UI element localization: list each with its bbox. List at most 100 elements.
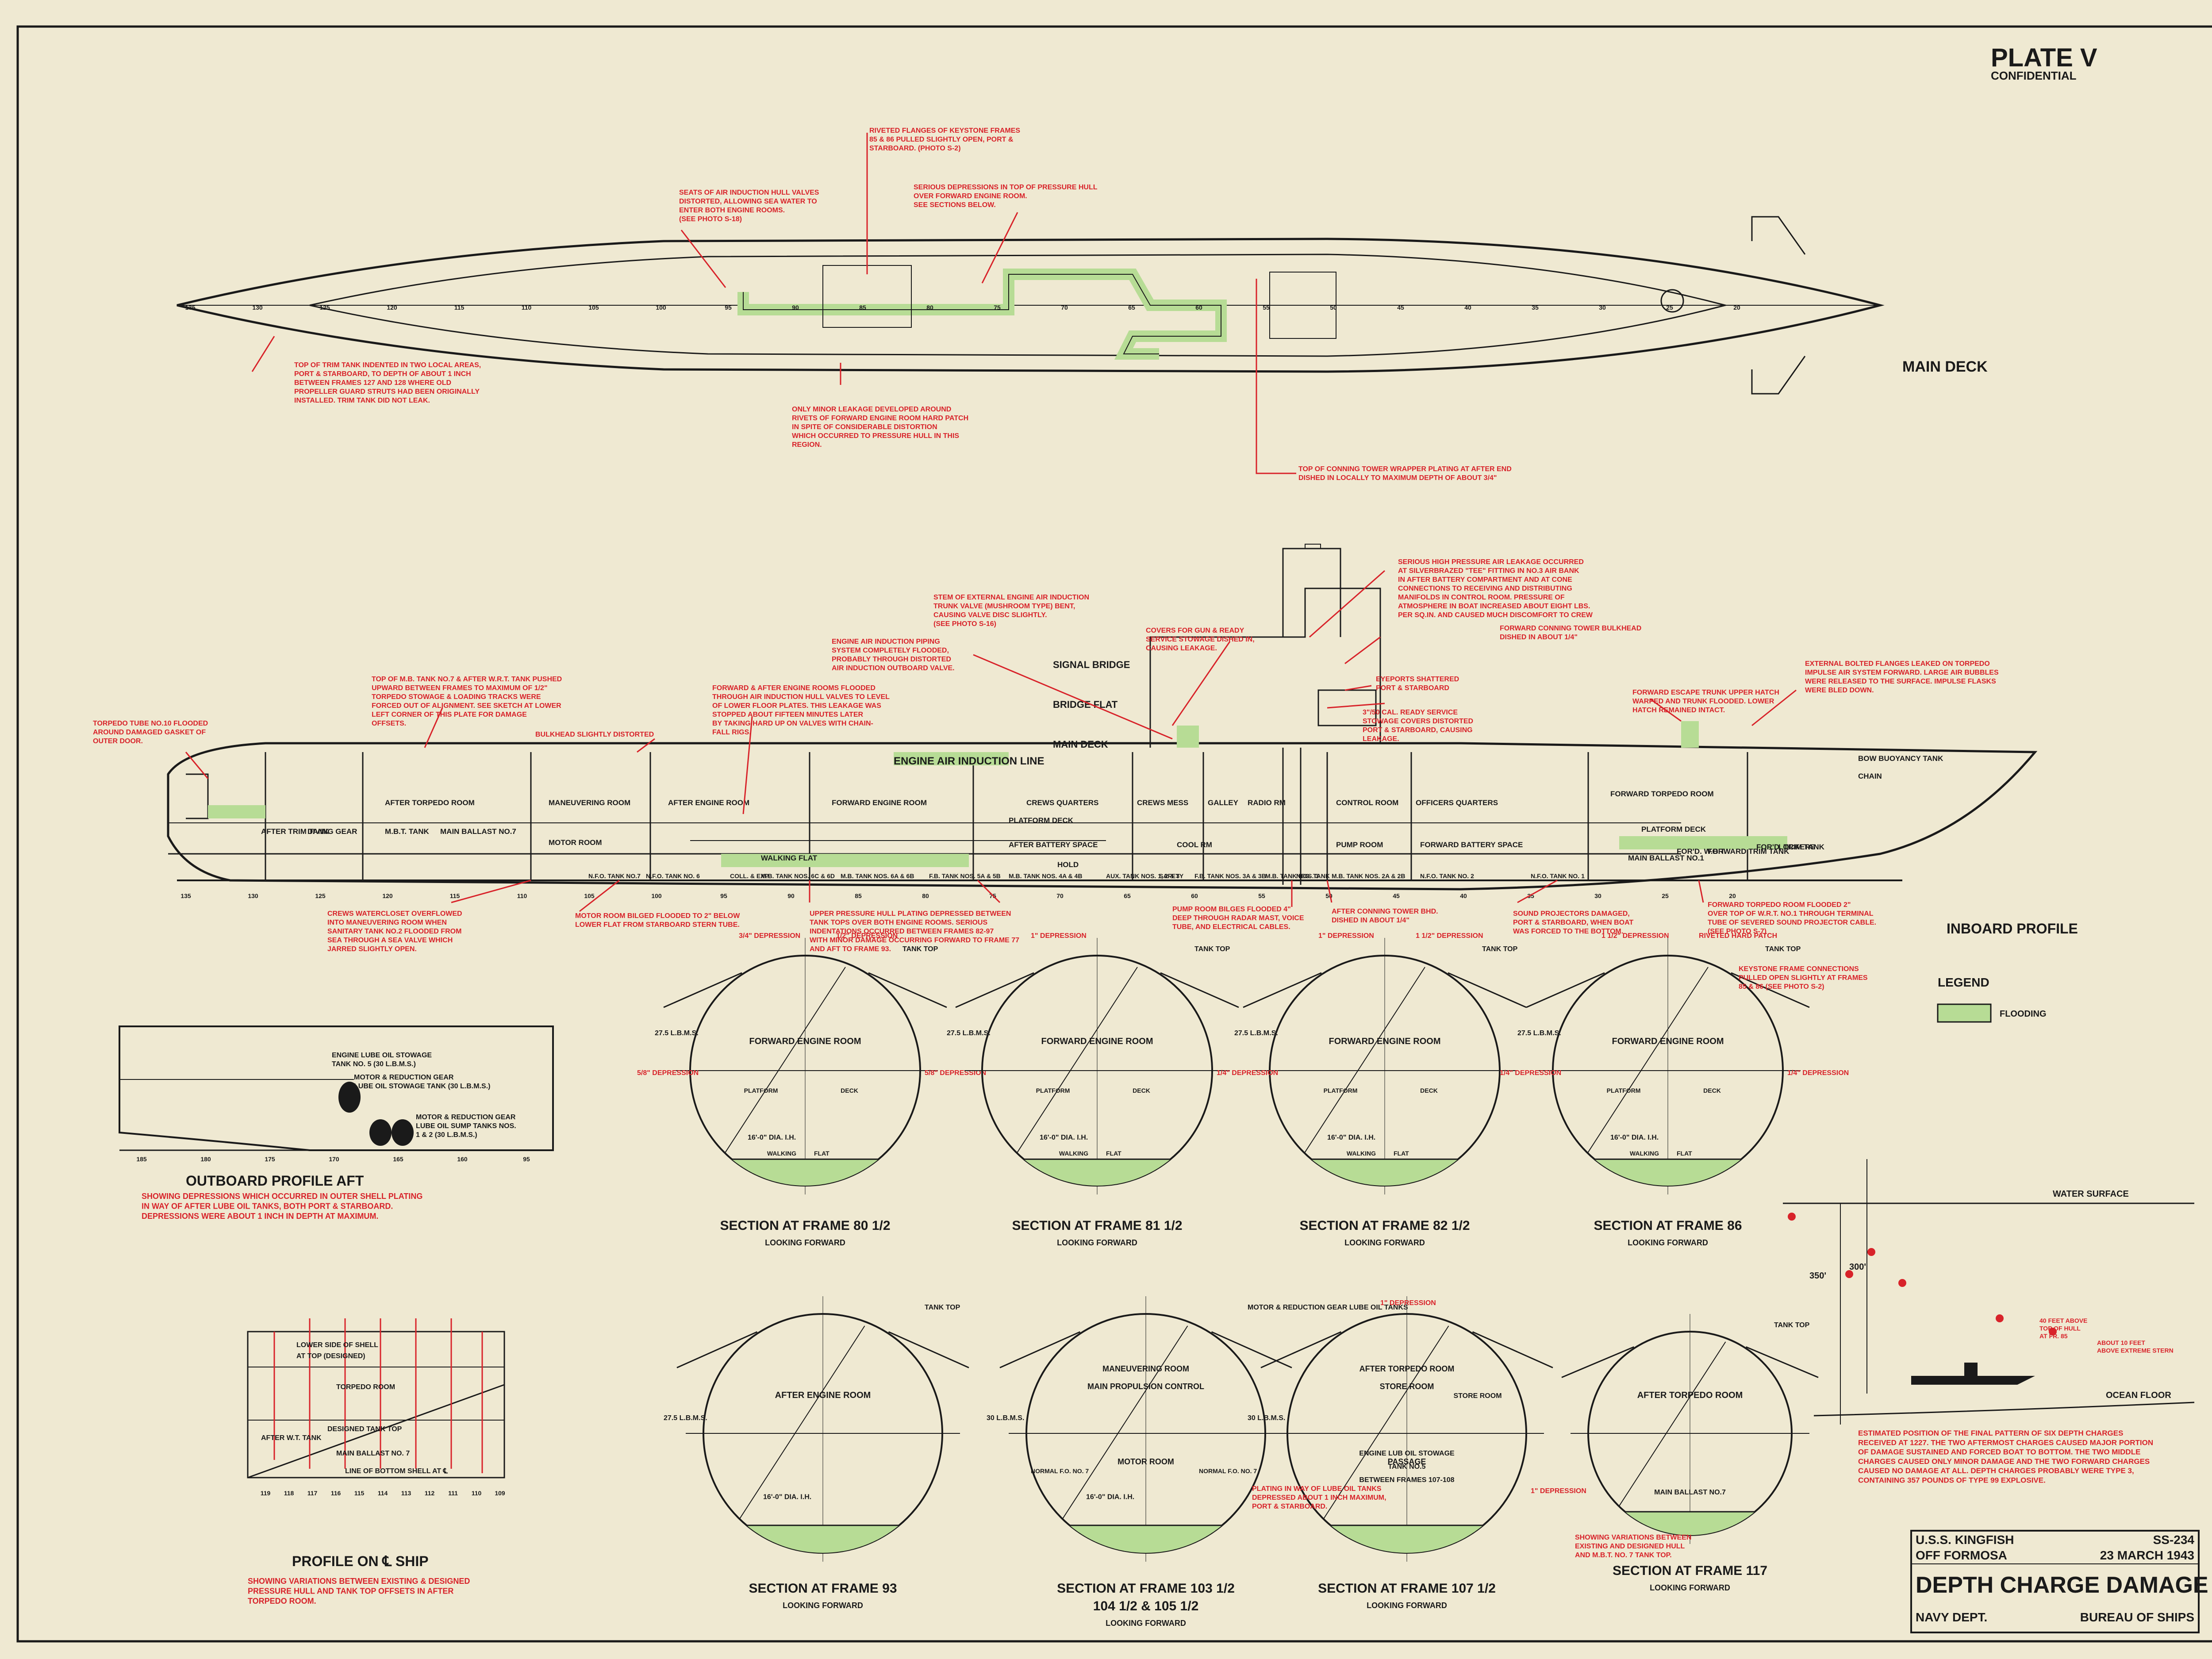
section-lbs-label: 27.5 L.B.M.S. [664, 1414, 707, 1422]
inboard-note-line: TORPEDO TUBE NO.10 FLOODED [93, 720, 208, 727]
section-dia-label: 16'-0" DIA. I.H. [1086, 1494, 1134, 1501]
inboard-note-line: WARPED AND TRUNK FLOODED. LOWER [1632, 698, 1774, 705]
profile-ship-label: AFTER W.T. TANK [261, 1434, 322, 1442]
section-title: SECTION AT FRAME 103 1/2 [1057, 1581, 1235, 1596]
main-deck-note-line: REGION. [792, 441, 822, 449]
section-dia-label: 16'-0" DIA. I.H. [1040, 1134, 1088, 1141]
inboard-room-label: M.B.T. TANK [385, 827, 430, 836]
inboard-note-line: BY TAKING HARD UP ON VALVES WITH CHAIN- [712, 720, 873, 727]
inboard-note-line: PORT & STARBOARD, WHEN BOAT [1513, 919, 1634, 926]
main-deck-plan [177, 216, 1885, 395]
inboard-note-line: WERE RELEASED TO THE SURFACE. IMPULSE FL… [1805, 678, 1996, 685]
section-title: SECTION AT FRAME 117 [1613, 1563, 1767, 1578]
depth-charge-note-line: CHARGES CAUSED ONLY MINOR DAMAGE AND THE… [1858, 1457, 2150, 1466]
section-lbs-label: 27.5 L.B.M.S. [1234, 1029, 1278, 1037]
main-deck-note-line: ENTER BOTH ENGINE ROOMS. [679, 207, 785, 214]
section-depression-label: 1" DEPRESSION [1531, 1487, 1586, 1495]
inboard-frame: 95 [720, 892, 727, 899]
inboard-note-line: UPWARD BETWEEN FRAMES TO MAXIMUM OF 1/2" [372, 684, 548, 692]
outboard-frame: 160 [457, 1156, 468, 1163]
profile-ship-frame: 109 [495, 1490, 505, 1497]
main-deck-frame: 95 [725, 304, 732, 311]
section-subtitle: LOOKING FORWARD [1367, 1601, 1447, 1610]
inboard-note-line: LOWER FLAT FROM STARBOARD STERN TUBE. [575, 921, 740, 929]
inboard-note-line: ATMOSPHERE IN BOAT INCREASED ABOUT EIGHT… [1398, 603, 1590, 610]
ocean-floor-label: OCEAN FLOOR [2106, 1390, 2171, 1400]
section-platform-label: PLATFORM [1036, 1087, 1070, 1094]
inboard-room-label: AFTER TORPEDO ROOM [385, 799, 475, 807]
inboard-frame: 45 [1393, 892, 1400, 899]
inboard-room-label: RADIO RM [1248, 799, 1286, 807]
section-flooding [1024, 1159, 1171, 1186]
section-depression-label: 1 1/2" DEPRESSION [1416, 932, 1483, 940]
inboard-frame: 100 [651, 892, 662, 899]
inboard-note-line: LEAKAGE. [1363, 735, 1399, 743]
inboard-note: PUMP ROOM BILGES FLOODED 4"DEEP THROUGH … [1172, 906, 1304, 931]
section-depression-label: 1" DEPRESSION [1380, 1299, 1436, 1307]
title-block-title: DEPTH CHARGE DAMAGE [1916, 1572, 2208, 1598]
inboard-note: MOTOR ROOM BILGED FLOODED TO 2" BELOWLOW… [575, 912, 740, 929]
inboard-note-line: EYEPORTS SHATTERED [1376, 676, 1459, 683]
main-deck-note: SEATS OF AIR INDUCTION HULL VALVESDISTOR… [679, 189, 819, 223]
section-deck-label: DECK [841, 1087, 858, 1094]
depth-label-b-line: ABOVE EXTREME STERN [2097, 1347, 2174, 1354]
main-deck-note: TOP OF TRIM TANK INDENTED IN TWO LOCAL A… [294, 361, 481, 404]
lube-oil-note-line: PLATING IN WAY OF LUBE OIL TANKS [1252, 1485, 1382, 1493]
profile-ship-frame: 113 [401, 1490, 411, 1497]
section-walking-label: WALKING [1059, 1150, 1088, 1157]
inboard-frame: 120 [382, 892, 393, 899]
inboard-note-line: MANIFOLDS IN CONTROL ROOM. PRESSURE OF [1398, 594, 1565, 601]
inboard-room-label: DIVING GEAR [307, 827, 357, 836]
section-tank3-label: BETWEEN FRAMES 107-108 [1359, 1476, 1454, 1484]
main-deck-note: TOP OF CONNING TOWER WRAPPER PLATING AT … [1298, 465, 1512, 482]
main-deck-frame: 110 [522, 304, 532, 311]
inboard-tank-label: M.B. TANK NOS. 4A & 4B [1009, 872, 1082, 879]
inboard-tank-label: F.B. TANK NOS. 3A & 3B [1194, 872, 1266, 879]
section-subtitle: LOOKING FORWARD [765, 1238, 845, 1247]
profile-ship-frame: 119 [261, 1490, 271, 1497]
inboard-frame: 80 [922, 892, 929, 899]
inboard-note-line: WERE BLED DOWN. [1805, 687, 1874, 694]
inboard-note-line: WAS FORCED TO THE BOTTOM. [1513, 928, 1623, 935]
title-block-place: OFF FORMOSA [1916, 1548, 2007, 1562]
inboard-note-line: DISHED IN ABOUT 1/4" [1500, 634, 1578, 641]
inboard-note-line: INTO MANEUVERING ROOM WHEN [327, 919, 447, 926]
frame-117-note-line: AND M.B.T. NO. 7 TANK TOP. [1575, 1551, 1672, 1559]
inboard-frame: 40 [1460, 892, 1467, 899]
inboard-note: STEM OF EXTERNAL ENGINE AIR INDUCTIONTRU… [933, 594, 1089, 628]
section-depression-label: 1/4" DEPRESSION [1217, 1069, 1278, 1077]
inboard-note-line: TUBE, AND ELECTRICAL CABLES. [1172, 923, 1290, 931]
section-subtitle: LOOKING FORWARD [1628, 1238, 1708, 1247]
inboard-note-line: CAUSING VALVE DISC SLIGHTLY. [933, 611, 1047, 619]
inboard-note-line: TRUNK VALVE (MUSHROOM TYPE) BENT, [933, 603, 1075, 610]
section-depression-label: 1/4" DEPRESSION [1500, 1069, 1561, 1077]
main-deck-frame: 25 [1666, 304, 1673, 311]
inboard-room-label: AFTER BATTERY SPACE [1009, 841, 1098, 849]
section-dia-label: 16'-0" DIA. I.H. [1327, 1134, 1375, 1141]
plate-number: PLATE V [1991, 43, 2097, 72]
profile-ship-note: SHOWING VARIATIONS BETWEEN EXISTING & DE… [248, 1577, 470, 1605]
section-depression-label: 1/2" DEPRESSION [836, 932, 898, 940]
main-deck-note-line: OVER FORWARD ENGINE ROOM. [914, 192, 1027, 200]
inboard-room-label: BOW BUOYANCY TANK [1858, 754, 1943, 763]
inboard-note-line: TUBE OF SEVERED SOUND PROJECTOR CABLE. [1708, 919, 1876, 926]
inboard-room-label: MANEUVERING ROOM [549, 799, 630, 807]
section-flooding [1069, 1525, 1222, 1553]
section-platform-label: PLATFORM [744, 1087, 778, 1094]
inboard-note-line: AIR INDUCTION OUTBOARD VALVE. [832, 664, 955, 672]
inboard-frame: 20 [1729, 892, 1736, 899]
main-deck-note-line: INSTALLED. TRIM TANK DID NOT LEAK. [294, 397, 430, 404]
main-deck-frame: 90 [792, 304, 799, 311]
sheet-border [16, 25, 2212, 1643]
outboard-note-line: SHOWING DEPRESSIONS WHICH OCCURRED IN OU… [142, 1192, 422, 1201]
main-deck-frame: 70 [1061, 304, 1068, 311]
main-deck-frame: 55 [1263, 304, 1270, 311]
